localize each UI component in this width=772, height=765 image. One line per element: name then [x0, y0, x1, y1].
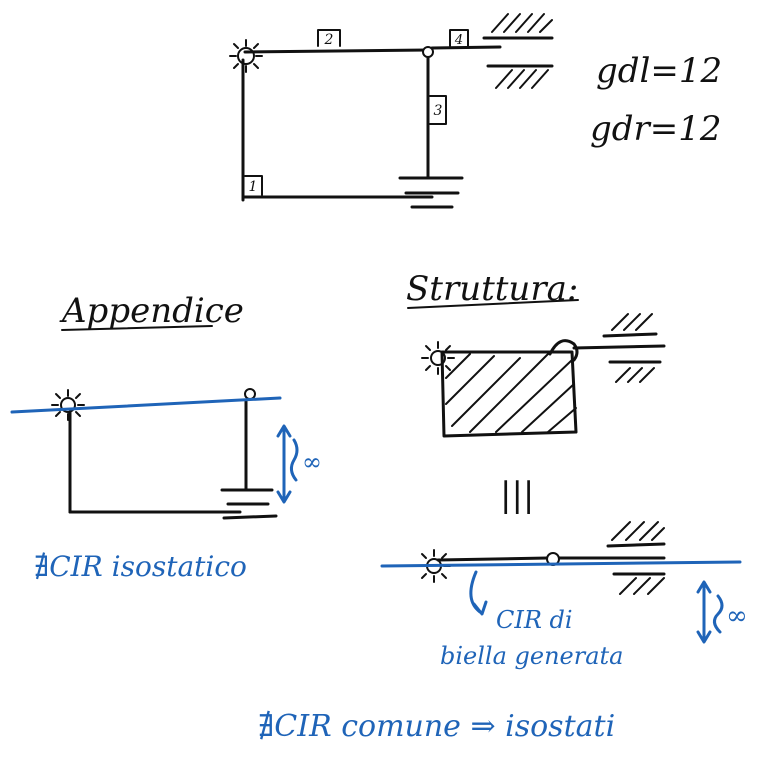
cir-comune-text: ∄CIR comune ⇒ isostati: [258, 709, 615, 744]
appendice-brace: [289, 438, 299, 482]
member-label-2: 2: [324, 32, 334, 48]
cir-isostatico-text: ∄CIR isostatico: [34, 550, 247, 583]
appendice-hinge-star: [51, 389, 85, 421]
appendice-hinge: [244, 388, 256, 400]
block-hinge-arc: [548, 339, 579, 362]
hinge-top: [422, 46, 434, 58]
rigid-block: [440, 350, 578, 438]
struttura-section: Struttura: |||: [380, 269, 748, 670]
frame-top-right-beam: [430, 45, 502, 50]
block-right-beam: [572, 344, 666, 350]
struttura-infinity-arrow: [696, 580, 712, 644]
member-tag-2: 2: [317, 29, 341, 48]
lower-wall-hatch: [606, 521, 666, 595]
struttura-wall-hatch: [602, 313, 662, 383]
wall-hatch-top-right: [482, 13, 554, 89]
gdr-label: gdr=12: [590, 109, 722, 149]
appendice-blue-axis-line: [10, 396, 282, 414]
member-tag-3: 3: [429, 95, 447, 125]
struttura-blue-axis-line: [380, 560, 742, 568]
appendice-infinity-symbol: ∞: [302, 448, 322, 476]
appendice-infinity-arrow: [276, 424, 292, 504]
struttura-underline: [407, 299, 579, 309]
struttura-brace: [713, 594, 724, 634]
gdl-label: gdl=12: [596, 51, 722, 91]
member-tag-1: 1: [244, 175, 263, 196]
member-tag-4: 4: [449, 29, 469, 48]
cir-pointer-arrow: [469, 570, 488, 616]
block-hinge-star: [421, 341, 455, 375]
cir-di-biella-line2: biella generata: [440, 642, 624, 670]
equivalence-sign: |||: [500, 475, 534, 515]
cir-di-biella-line1: CIR di: [496, 606, 573, 634]
member-label-4: 4: [454, 33, 463, 48]
appendice-title: Appendice: [59, 291, 244, 331]
member-label-1: 1: [249, 179, 258, 195]
struttura-title: Struttura:: [406, 269, 578, 309]
appendice-section: Appendice ∞ ∄CIR isostatico: [10, 291, 322, 583]
struttura-infinity-symbol: ∞: [726, 601, 748, 631]
top-frame: 2 4 3 1: [229, 13, 554, 209]
appendice-underline: [61, 325, 213, 331]
member-label-3: 3: [434, 103, 443, 119]
lower-beam: [436, 556, 666, 562]
hinge-star-top-left: [229, 39, 263, 73]
ground-support-3: [398, 176, 464, 209]
appendice-ground: [220, 488, 278, 520]
frame-top-beam: [243, 48, 430, 54]
